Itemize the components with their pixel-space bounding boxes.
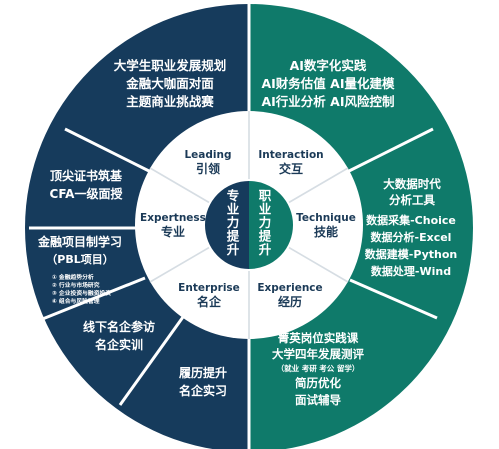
outer-top-right: AI数字化实践 AI财务估值 AI量化建模 AI行业分析 AI风险控制 [261,58,395,109]
right-upper-line1: 大数据时代 [383,177,441,191]
right-upper-line3: 数据采集-Choice [366,213,456,227]
center-right-text-char: 提 [259,229,272,244]
left-mid-line2: （PBL项目） [46,253,113,266]
ring-interaction-zh: 交互 [279,161,303,176]
left-mid-item-4: ④ 组合与风险管理 [52,297,100,305]
left-lower-line2: 名企实训 [95,337,143,352]
center-right-text-char: 升 [259,242,272,257]
top-left-line2: 金融大咖面对面 [125,76,214,91]
outer-bottom-left: 履历提升 名企实习 [178,365,227,398]
left-mid-line1: 金融项目制学习 [37,234,122,249]
ring-expertness-zh: 专业 [161,224,185,239]
outer-right-upper: 大数据时代 分析工具 数据采集-Choice 数据分析-Excel 数据建模-P… [365,177,457,278]
center-left-text-char: 力 [227,215,240,230]
ring-experience-zh: 经历 [278,294,302,309]
outer-left-upper: 顶尖证书筑基 CFA一级面授 [50,168,124,201]
ring-technique-en: Technique [296,212,356,224]
ring-dividers [149,111,349,339]
left-upper-line1: 顶尖证书筑基 [50,168,123,183]
outer-dividers [29,4,438,449]
outer-left-mid: 金融项目制学习 （PBL项目） ① 金融趋势分析 ② 行业与市场研究 ③ 企业投… [37,234,122,305]
left-mid-item-1: ① 金融趋势分析 [52,273,94,281]
ring-enterprise-en: Enterprise [178,282,240,294]
left-upper-line2: CFA一级面授 [50,186,124,201]
outer-bottom-right: 菁英岗位实践课 大学四年发展测评 （就业 考研 考公 留学） 简历优化 面试辅导 [272,331,364,407]
center-left-text-char: 专 [227,188,240,203]
right-upper-line4: 数据分析-Excel [371,230,452,244]
center-right-text-char: 业 [259,202,272,217]
outer-left-lower: 线下名企参访 名企实训 [83,319,155,352]
ring-leading-en: Leading [184,149,231,161]
ring-experience-en: Experience [257,282,322,294]
ring-expertness-en: Expertness [140,212,206,224]
center-outline [203,179,295,271]
center-left-half [204,180,249,270]
bottom-right-line3: （就业 考研 考公 留学） [277,363,360,373]
ring-interaction-en: Interaction [258,149,323,161]
center-left-text-char: 升 [227,242,240,257]
left-mid-item-3: ③ 企业投资与融资投资 [52,289,111,297]
ring-leading-zh: 引领 [196,161,220,176]
right-upper-line2: 分析工具 [389,193,435,207]
center-right-half [249,180,294,270]
top-left-line1: 大学生职业发展规划 [114,58,227,73]
right-upper-line6: 数据处理-Wind [371,264,451,278]
ring-enterprise-zh: 名企 [197,294,222,309]
center-left-text-char: 业 [227,202,240,217]
top-right-line3: AI行业分析 AI风险控制 [261,94,394,109]
top-right-line1: AI数字化实践 [290,58,367,73]
center-right-label: 职业力提升 [259,188,272,257]
center-left-text-char: 提 [227,229,240,244]
bottom-right-line5: 面试辅导 [295,393,341,407]
ring-technique-zh: 技能 [314,224,338,239]
outer-top-left: 大学生职业发展规划 金融大咖面对面 主题商业挑战赛 [114,58,227,109]
right-upper-line5: 数据建模-Python [365,247,457,261]
bottom-right-line2: 大学四年发展测评 [272,347,364,361]
bottom-right-line1: 菁英岗位实践课 [278,331,359,345]
top-right-line2: AI财务估值 AI量化建模 [261,76,395,91]
left-mid-item-2: ② 行业与市场研究 [52,281,100,289]
ring-labels: Leading 引领 Interaction 交互 Expertness 专业 … [140,149,356,309]
center-right-text-char: 职 [259,188,272,203]
center-right-text-char: 力 [259,215,272,230]
left-lower-line1: 线下名企参访 [83,319,155,334]
bottom-left-line2: 名企实习 [179,383,227,398]
center-left-label: 专业力提升 [227,188,240,257]
top-left-line3: 主题商业挑战赛 [126,94,214,109]
bottom-right-line4: 简历优化 [295,376,341,390]
bottom-left-line1: 履历提升 [178,365,227,380]
